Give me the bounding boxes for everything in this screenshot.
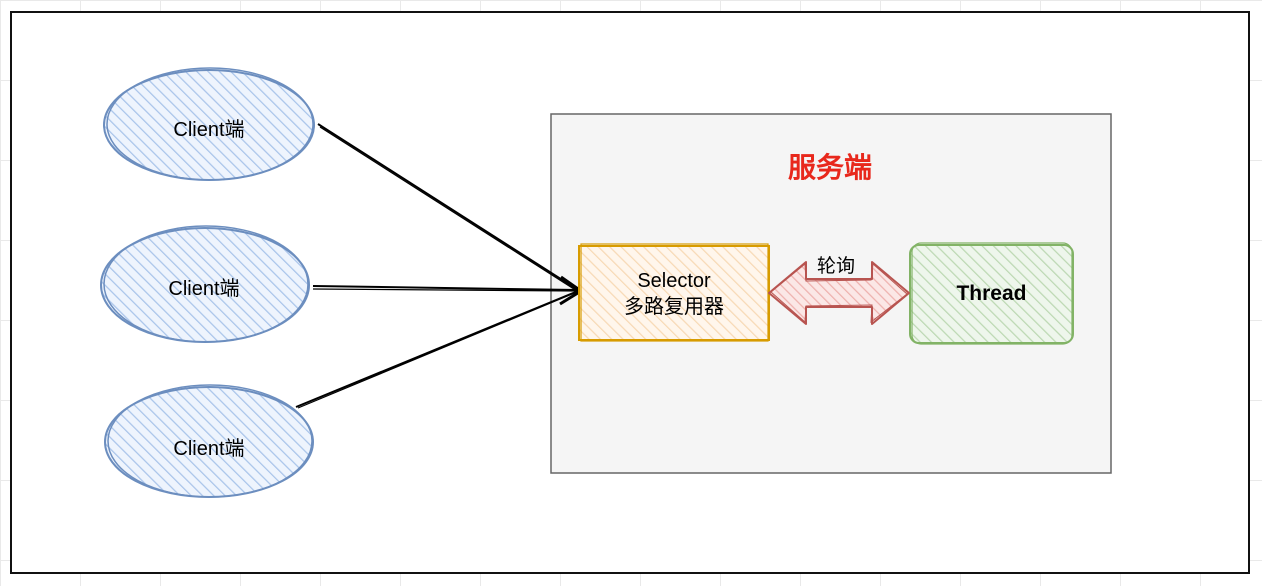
- selector-label-line2: 多路复用器: [624, 296, 724, 318]
- polling-double-arrow: [768, 261, 910, 325]
- connection-arrow-2: [312, 285, 579, 292]
- selector-label-line1: Selector: [637, 270, 711, 292]
- thread-box: [909, 242, 1074, 345]
- selector-box: [578, 243, 770, 342]
- client-node-2: [100, 225, 310, 343]
- client-node-3: [104, 384, 314, 498]
- client-label-1: Client端: [173, 119, 245, 141]
- connection-arrow-3: [295, 290, 579, 409]
- polling-label: 轮询: [816, 256, 855, 277]
- thread-label: Thread: [956, 282, 1027, 305]
- server-title: 服务端: [787, 152, 872, 183]
- connection-arrow-1: [317, 123, 579, 292]
- selector-label: Selector 多路复用器: [579, 268, 769, 320]
- client-label-2: Client端: [168, 278, 240, 300]
- client-label-3: Client端: [173, 438, 245, 460]
- client-node-1: [103, 67, 315, 181]
